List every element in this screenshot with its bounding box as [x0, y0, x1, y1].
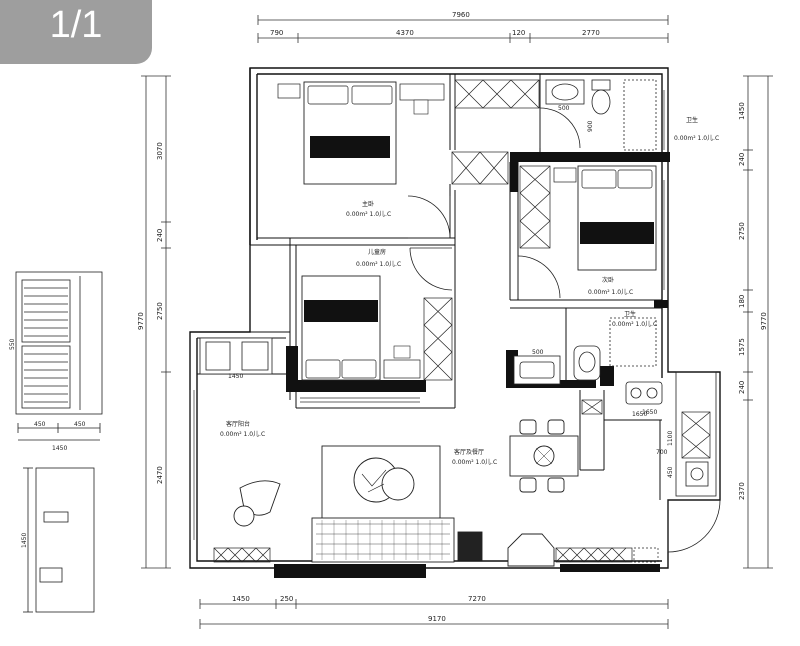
- top-dim-2: 4370: [396, 29, 414, 37]
- right-dim-4: 180: [738, 295, 746, 308]
- right-dim-3: 2750: [738, 222, 746, 240]
- balcony-fixtures: [199, 337, 273, 375]
- top-bath-area: 0.00m² 1.0儿.C: [674, 135, 719, 142]
- living-room-area: 0.00m² 1.0儿.C: [220, 431, 265, 438]
- second-bedroom-area: 0.00m² 1.0儿.C: [588, 289, 633, 296]
- top-bath-title: 卫生: [686, 116, 698, 124]
- window-strips: [189, 90, 665, 540]
- mid-bath-area: 0.00m² 1.0儿.C: [612, 321, 657, 328]
- basin-dim-a: 500: [532, 349, 544, 356]
- detail-a-bottom-dim-1: 450: [34, 421, 46, 428]
- child-bedroom-title: 儿童房: [368, 248, 386, 256]
- left-dim-4: 2470: [156, 466, 164, 484]
- detail-a-total-dim: 1450: [52, 445, 67, 452]
- top-dimension-lines: [257, 15, 669, 43]
- second-bed: [553, 165, 657, 271]
- top-dim-1: 790: [270, 29, 283, 37]
- detail-a-bottom-dim-2: 450: [74, 421, 86, 428]
- side-dim-b: 700: [656, 449, 668, 456]
- master-bed: [277, 81, 445, 185]
- kitchen-fixtures: [625, 371, 717, 497]
- detail-drawing-a: [15, 271, 103, 441]
- master-bedroom-area: 0.00m² 1.0儿.C: [346, 211, 391, 218]
- basin-dim-b: 500: [558, 105, 570, 112]
- bottom-dimension-lines: [199, 599, 669, 629]
- right-dim-1: 1450: [738, 102, 746, 120]
- side-dim-a: 1100: [667, 431, 674, 446]
- dining-room-area: 0.00m² 1.0儿.C: [452, 459, 497, 466]
- living-room-furniture: [233, 445, 555, 567]
- top-total-dimension: 7960: [452, 11, 470, 19]
- door-swings: [407, 107, 721, 553]
- dining-room-title: 客厅及餐厅: [454, 448, 484, 456]
- child-bedroom-area: 0.00m² 1.0儿.C: [356, 261, 401, 268]
- left-dim-3: 2750: [156, 302, 164, 320]
- counter-dim-b: 1650: [642, 409, 657, 416]
- top-dim-3: 120: [512, 29, 525, 37]
- right-dim-5: 1575: [738, 338, 746, 356]
- detail-drawing-b: [23, 467, 95, 613]
- detail-a-height-dim: 550: [9, 338, 16, 350]
- living-room-title: 客厅阳台: [226, 420, 250, 428]
- child-bed: [301, 275, 421, 381]
- mid-bath-title: 卫生: [624, 310, 636, 318]
- top-dim-4: 2770: [582, 29, 600, 37]
- counter-dim-a: 1450: [228, 373, 243, 380]
- right-dimension-lines: [743, 75, 773, 569]
- left-dim-1: 3070: [156, 142, 164, 160]
- right-dim-7: 2370: [738, 482, 746, 500]
- bottom-dim-2: 250: [280, 595, 293, 603]
- page-counter: 1/1: [0, 0, 152, 64]
- master-bedroom-title: 主卧: [362, 200, 374, 208]
- left-total-dimension: 9770: [137, 312, 145, 330]
- bottom-total-dimension: 9170: [428, 615, 446, 623]
- right-dim-2: 240: [738, 153, 746, 166]
- right-dim-6: 240: [738, 381, 746, 394]
- toilet-dim: 900: [587, 120, 594, 132]
- right-total-dimension: 9770: [760, 312, 768, 330]
- dining-dim-top: 1650: [632, 411, 647, 418]
- second-bedroom-title: 次卧: [602, 276, 614, 284]
- bathroom-fixtures: [513, 79, 657, 385]
- detail-b-height-dim: 1450: [21, 533, 28, 548]
- bottom-dim-3: 7270: [468, 595, 486, 603]
- side-dim-c: 450: [667, 466, 674, 478]
- wardrobe-cabinets: [213, 79, 711, 563]
- left-dimension-lines: [141, 75, 171, 569]
- bottom-dim-1: 1450: [232, 595, 250, 603]
- dining-furniture: [509, 419, 579, 493]
- left-dim-2: 240: [156, 229, 164, 242]
